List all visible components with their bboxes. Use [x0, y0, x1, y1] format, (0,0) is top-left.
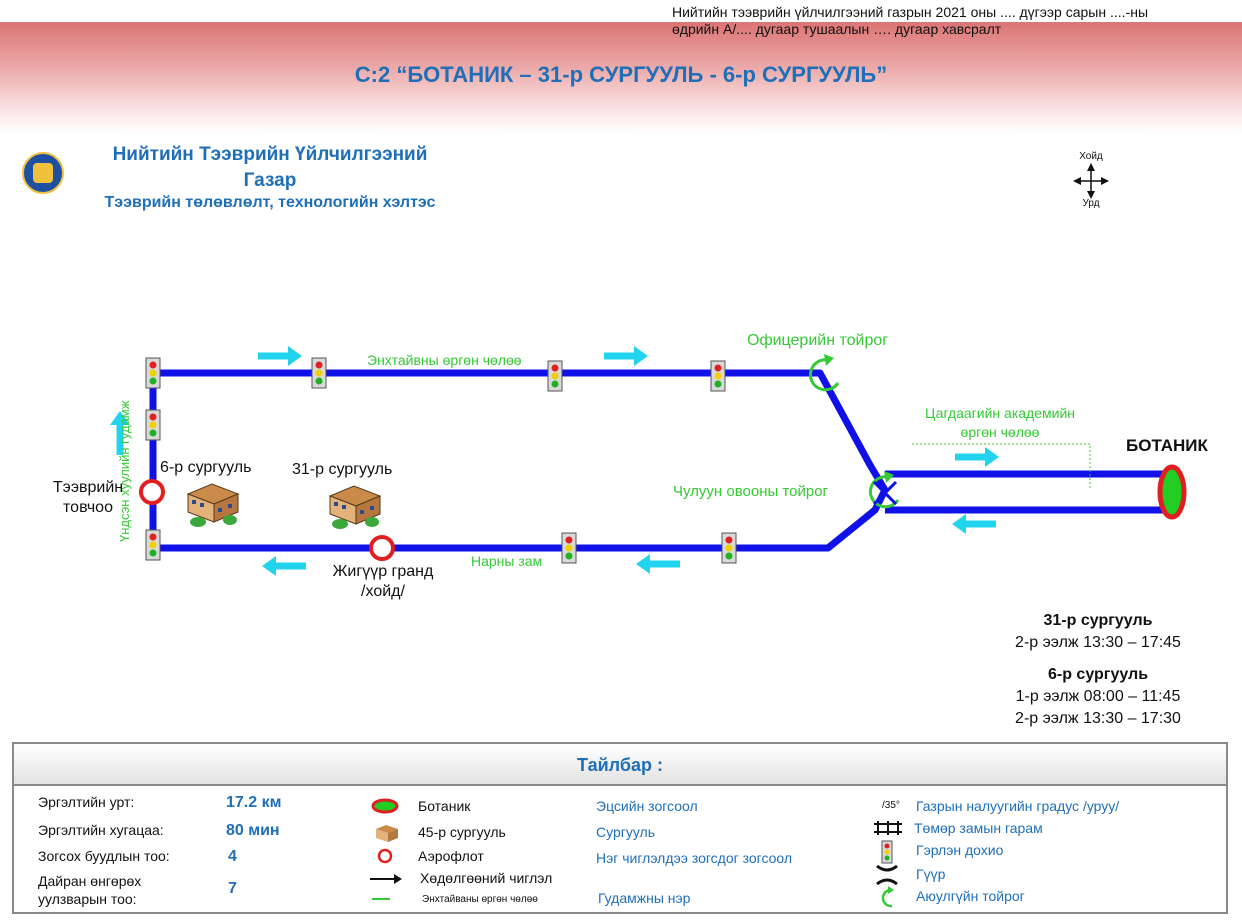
- traffic-light-icon: [547, 360, 563, 392]
- stop-label-jiguur-line2: /хойд/: [361, 583, 405, 600]
- school6-label: 6-р сургууль: [160, 459, 252, 476]
- roundabout-icon: [808, 354, 840, 392]
- legend-duration-label: Эргэлтийн хугацаа:: [38, 822, 164, 838]
- header-band: [0, 22, 1242, 134]
- direction-arrow-east: [604, 346, 648, 366]
- legend-length-value: 17.2 км: [226, 794, 282, 811]
- stop-label-tovchoo: Тээврийн товчоо: [36, 478, 140, 518]
- traffic-light-icon: [721, 532, 737, 564]
- traffic-light-icon: [145, 409, 161, 441]
- schedule-school6-shift1: 1-р ээлж 08:00 – 11:45: [1015, 688, 1181, 705]
- direction-arrow-west: [262, 556, 306, 576]
- traffic-light-icon: [710, 360, 726, 392]
- legend-title: Тайлбар :: [14, 744, 1226, 786]
- bridge-icon: [876, 864, 898, 886]
- route-map: [110, 346, 1187, 576]
- department-name: Тээврийн төлөвлөлт, технологийн хэлтэс: [104, 194, 436, 211]
- terminal-label: БОТАНИК: [1126, 436, 1208, 455]
- roundabout-label-officers: Офицерийн тойрог: [747, 332, 889, 349]
- agency-logo: [22, 152, 64, 194]
- street-label-academy-line1: Цагдаагийн академийн: [925, 405, 1075, 421]
- legend-intersections-label: Дайран өнгөрөх уулзварын тоо:: [38, 872, 141, 908]
- legend-light-item: Гэрлэн дохио: [916, 842, 1004, 858]
- street-label-academy-line2: өргөн чөлөө: [960, 424, 1040, 440]
- org-name: Нийтийн Тээврийн Үйлчилгээний Газар: [60, 142, 480, 194]
- legend-col3-item: Гудамжны нэр: [598, 890, 691, 906]
- legend-slope-item: Газрын налуугийн градус /уруу/: [916, 798, 1120, 814]
- direction-arrow-east: [955, 447, 999, 467]
- legend-length-label: Эргэлтийн урт:: [38, 794, 135, 810]
- schedule-school6-shift2: 2-р ээлж 13:30 – 17:30: [1015, 710, 1181, 727]
- direction-arrow-east: [258, 346, 302, 366]
- street-label-top: Энхтайвны өргөн чөлөө: [367, 352, 522, 368]
- schedule-school6-title: 6-р сургууль: [1047, 666, 1149, 683]
- street-label-academy: Цагдаагийн академийн өргөн чөлөө: [912, 404, 1088, 442]
- org-name-line1: Нийтийн Тээврийн Үйлчилгээний: [112, 144, 428, 165]
- stop-marker: [139, 479, 165, 505]
- legend-stops-value: 4: [228, 848, 237, 865]
- legend-direction-item: Хөдөлгөөний чиглэл: [420, 870, 553, 886]
- route-title: С:2 “БОТАНИК – 31-р СУРГУУЛЬ - 6-р СУРГУ…: [354, 62, 888, 87]
- railway-crossing-icon: [874, 821, 902, 835]
- legend-col3-item: Сургууль: [596, 824, 656, 840]
- schedule-school31-title: 31-р сургууль: [1043, 612, 1153, 629]
- logo-emblem-icon: [33, 163, 53, 183]
- legend-roundabout-item: Аюулгүйн тойрог: [916, 888, 1025, 904]
- legend-bridge-item: Гүүр: [916, 866, 946, 882]
- school-building-icon: [329, 485, 381, 530]
- school31-label: 31-р сургууль: [292, 461, 393, 478]
- legend-terminal-item: Ботаник: [418, 798, 471, 814]
- terminal-legend-icon: [371, 798, 399, 814]
- compass-south-label: Урд: [1082, 198, 1100, 209]
- traffic-light-legend-icon: [881, 840, 893, 864]
- order-note: Нийтийн тээврийн үйлчилгээний газрын 202…: [672, 4, 1149, 37]
- legend-intersections-value: 7: [228, 880, 237, 897]
- slope-legend-icon: /35°: [882, 800, 900, 811]
- compass-north-label: Хойд: [1079, 151, 1103, 162]
- street-label-left: Үндсэн хуулийн гудамж: [117, 400, 132, 542]
- street-label-bottom: Нарны зам: [471, 553, 543, 569]
- traffic-light-icon: [311, 357, 327, 389]
- stop-label-tovchoo-line1: Тээврийн: [52, 479, 124, 496]
- roundabout-label-chuluun: Чулуун овооны тойрог: [673, 483, 829, 500]
- legend-street-item: Энхтайваны өргөн чөлөө: [422, 894, 538, 905]
- legend-rail-item: Төмөр замын гарам: [914, 820, 1043, 836]
- legend-col3-item: Эцсийн зогсоол: [596, 798, 698, 814]
- school-legend-icon: [376, 825, 398, 842]
- legend-col3-item: Нэг чиглэлдээ зогсдог зогсоол: [596, 850, 793, 866]
- stop-label-tovchoo-line2: товчоо: [63, 499, 113, 516]
- stop-label-jiguur-line1: Жигүүр гранд: [332, 563, 434, 580]
- terminal-marker: [1157, 464, 1187, 520]
- traffic-light-icon: [145, 357, 161, 389]
- direction-arrow-west: [636, 554, 680, 574]
- legend-intersections-label-line1: Дайран өнгөрөх: [38, 873, 142, 889]
- stop-marker: [369, 535, 395, 561]
- legend-school-item: 45-р сургууль: [418, 824, 506, 840]
- legend-panel: Тайлбар : Эргэлтийн урт: 17.2 км Эргэлти…: [12, 742, 1228, 914]
- schedule-school31-shift2: 2-р ээлж 13:30 – 17:45: [1015, 634, 1181, 651]
- stop-label-jiguur: Жигүүр гранд /хойд/: [318, 562, 448, 602]
- stop-legend-icon: [377, 848, 393, 864]
- school-schedule: 31-р сургууль 2-р ээлж 13:30 – 17:45 6-р…: [990, 610, 1206, 730]
- legend-intersections-label-line2: уулзварын тоо:: [38, 891, 137, 907]
- legend-stop-item: Аэрофлот: [418, 848, 484, 864]
- roundabout-icon: [868, 471, 900, 509]
- direction-arrow-west: [952, 514, 996, 534]
- street-legend-icon: [372, 898, 390, 900]
- direction-arrow-legend-icon: [370, 874, 402, 884]
- legend-duration-value: 80 мин: [226, 822, 280, 839]
- school-building-icon: [187, 483, 239, 528]
- legend-stops-label: Зогсох буудлын тоо:: [38, 848, 170, 864]
- traffic-light-icon: [561, 532, 577, 564]
- roundabout-legend-icon: [881, 886, 894, 908]
- org-name-line2: Газар: [243, 170, 297, 191]
- traffic-light-icon: [145, 529, 161, 561]
- street-pointer: [912, 443, 1091, 488]
- compass-icon: [1073, 163, 1109, 199]
